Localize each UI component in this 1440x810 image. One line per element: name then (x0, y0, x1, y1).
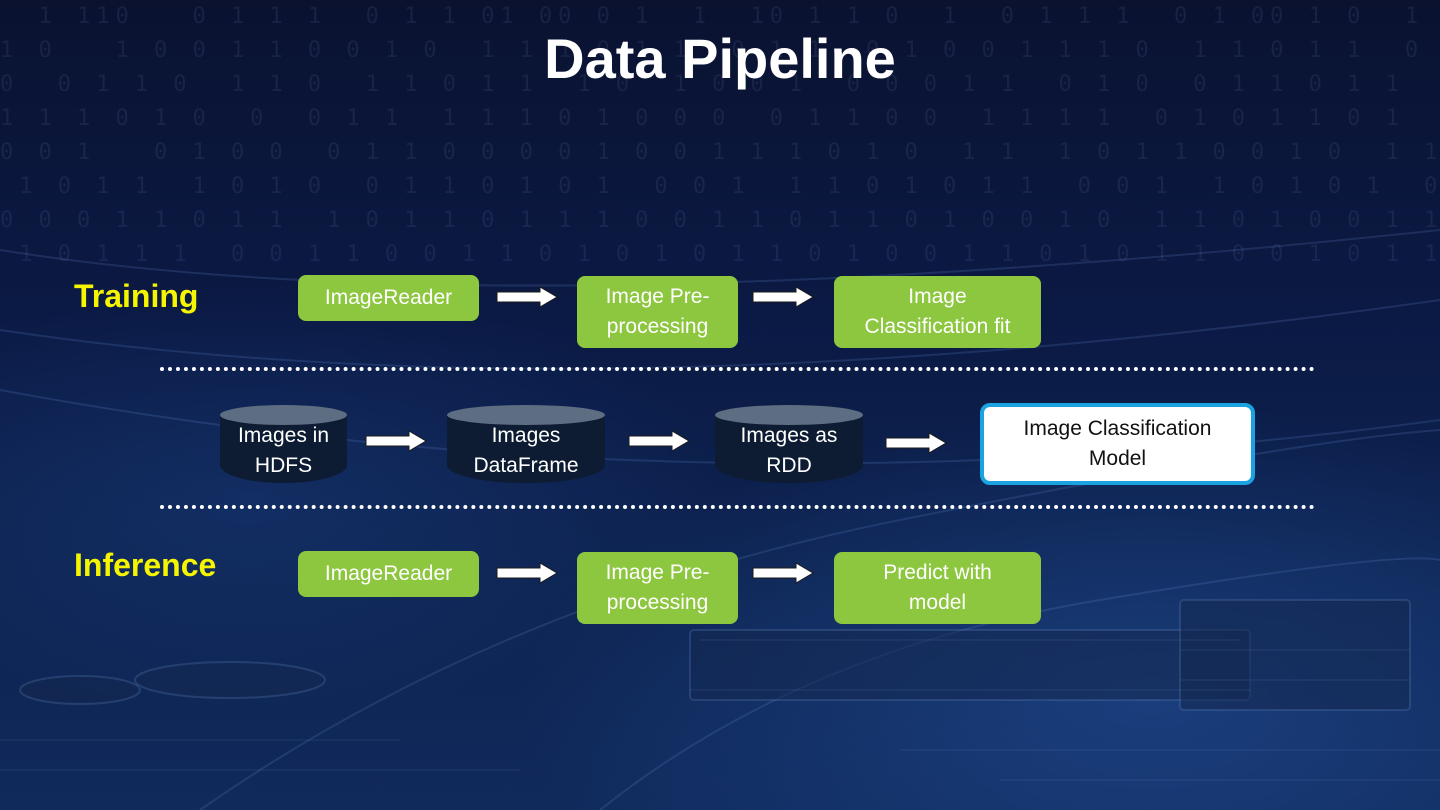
arrow-right-icon (628, 430, 690, 452)
arrow-right-icon (496, 286, 558, 308)
training-classification-fit-step: Image Classification fit (834, 276, 1041, 348)
hdfs-storage-cylinder: Images in HDFS (220, 405, 347, 483)
arrow-right-icon (885, 432, 947, 454)
arrow-right-icon (496, 562, 558, 584)
inference-imagereader-step: ImageReader (298, 551, 479, 597)
divider-top (160, 367, 1315, 371)
step-label: ImageReader (324, 286, 453, 309)
image-classification-model-box: Image Classification Model (980, 403, 1255, 485)
model-label: Image Classification Model (1023, 417, 1212, 470)
binary-background: 1 110 0 1 1 1 0 1 1 01 00 0 1 1 10 1 1 0… (0, 4, 1440, 267)
arrow-right-icon (365, 430, 427, 452)
arrow-right-icon (752, 562, 814, 584)
inference-predict-step: Predict with model (834, 552, 1041, 624)
divider-bottom (160, 505, 1315, 509)
dataframe-storage-cylinder: Images DataFrame (447, 405, 605, 483)
step-label: Image Classification fit (864, 285, 1011, 338)
training-label: Training (74, 278, 199, 314)
training-imagereader-step: ImageReader (298, 275, 479, 321)
step-label: ImageReader (324, 562, 453, 585)
step-label: Predict with model (883, 561, 992, 614)
step-label: Image Pre- processing (605, 561, 710, 614)
inference-preprocessing-step: Image Pre- processing (577, 552, 738, 624)
inference-label: Inference (74, 547, 217, 583)
arrow-right-icon (752, 286, 814, 308)
step-label: Image Pre- processing (605, 285, 710, 338)
training-preprocessing-step: Image Pre- processing (577, 276, 738, 348)
rdd-storage-cylinder: Images as RDD (715, 405, 863, 483)
page-title: Data Pipeline (544, 27, 896, 90)
